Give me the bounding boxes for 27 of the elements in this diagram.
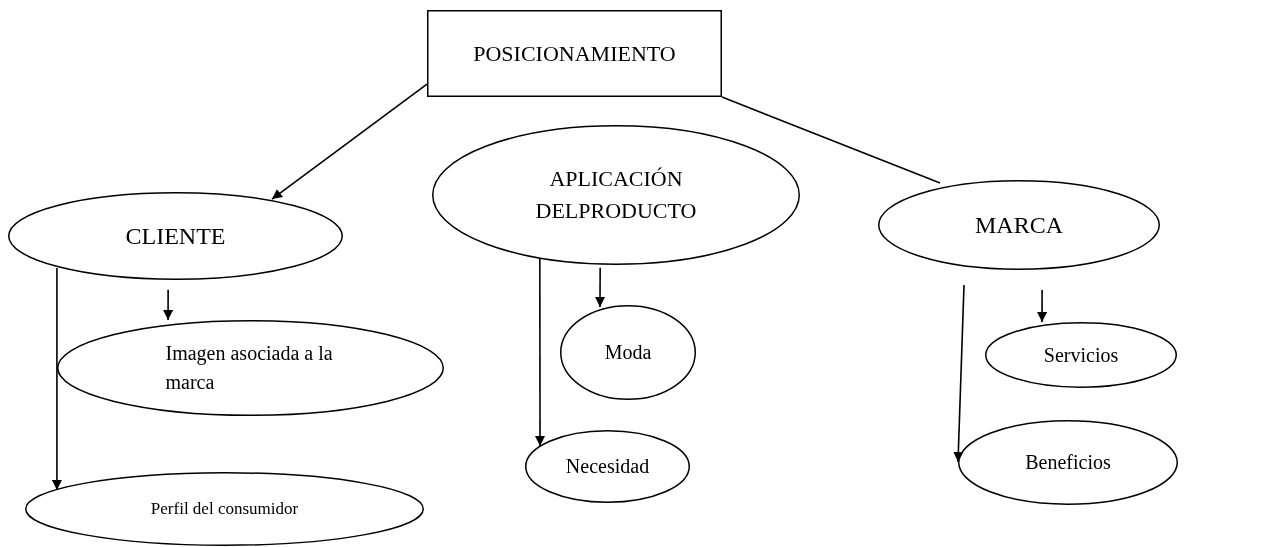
node-label: Servicios bbox=[1043, 342, 1119, 368]
concept-ellipse bbox=[560, 305, 696, 400]
node-label: Necesidad bbox=[565, 454, 650, 479]
arrow bbox=[535, 257, 545, 447]
arrow bbox=[595, 267, 606, 308]
concept-ellipse bbox=[8, 192, 343, 280]
arrow bbox=[953, 284, 965, 463]
arrow bbox=[163, 288, 174, 321]
node-label: Moda bbox=[604, 340, 652, 365]
concept-ellipse bbox=[57, 320, 444, 416]
node-label: Perfil del consumidor bbox=[150, 497, 299, 520]
concept-ellipse bbox=[525, 430, 690, 503]
concept-ellipse bbox=[958, 420, 1178, 505]
concept-ellipse bbox=[985, 322, 1177, 388]
node-label: Beneficios bbox=[1025, 450, 1111, 475]
node-label: POSICIONAMIENTO bbox=[473, 39, 676, 68]
concept-ellipse bbox=[432, 125, 800, 265]
arrow bbox=[51, 267, 62, 491]
node-label: Imagen asociada a la marca bbox=[165, 341, 334, 395]
concept-box bbox=[427, 10, 722, 97]
arrow bbox=[271, 83, 428, 200]
concept-ellipse bbox=[25, 472, 424, 546]
concept-ellipse bbox=[878, 180, 1160, 270]
node-label: APLICACIÓN DELPRODUCTO bbox=[534, 165, 698, 225]
node-label: CLIENTE bbox=[125, 221, 226, 251]
arrow bbox=[1037, 289, 1048, 323]
node-label: MARCA bbox=[975, 210, 1063, 240]
